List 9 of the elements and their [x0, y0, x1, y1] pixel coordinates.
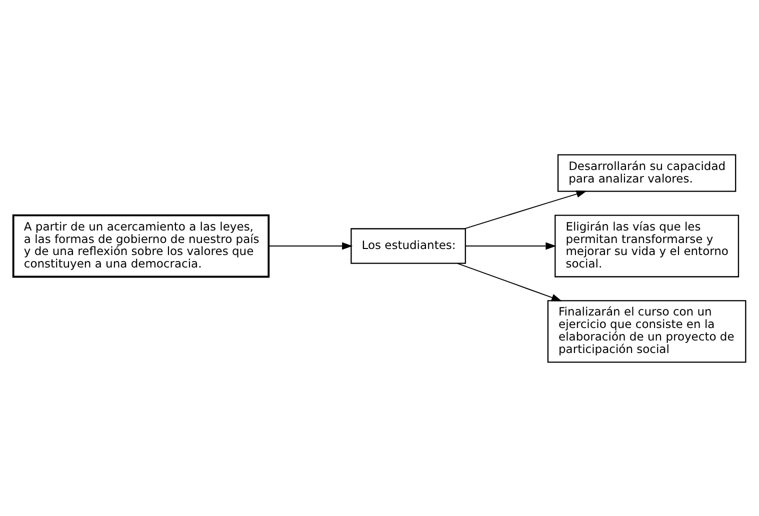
node-box: Eligirán las vías que les permitan transformarse y mejorar su vida y el entorno social. [554, 214, 740, 277]
node-box: Desarrollarán su capacidad para analizar valores. [557, 154, 736, 192]
arrow [464, 190, 587, 229]
arrow [456, 262, 562, 301]
arrow [465, 242, 556, 250]
node-box: A partir de un acercamiento a las leyes, a las formas de gobierno de nuestro país y de una reflexión sobre los valores que constituyen a una democracia. [12, 214, 270, 278]
node-box: Finalizarán el curso con un ejercicio que consiste en la elaboración de un proyecto de participación social [547, 300, 746, 362]
node-box: Los estudiantes: [350, 228, 466, 264]
arrow [268, 242, 353, 250]
